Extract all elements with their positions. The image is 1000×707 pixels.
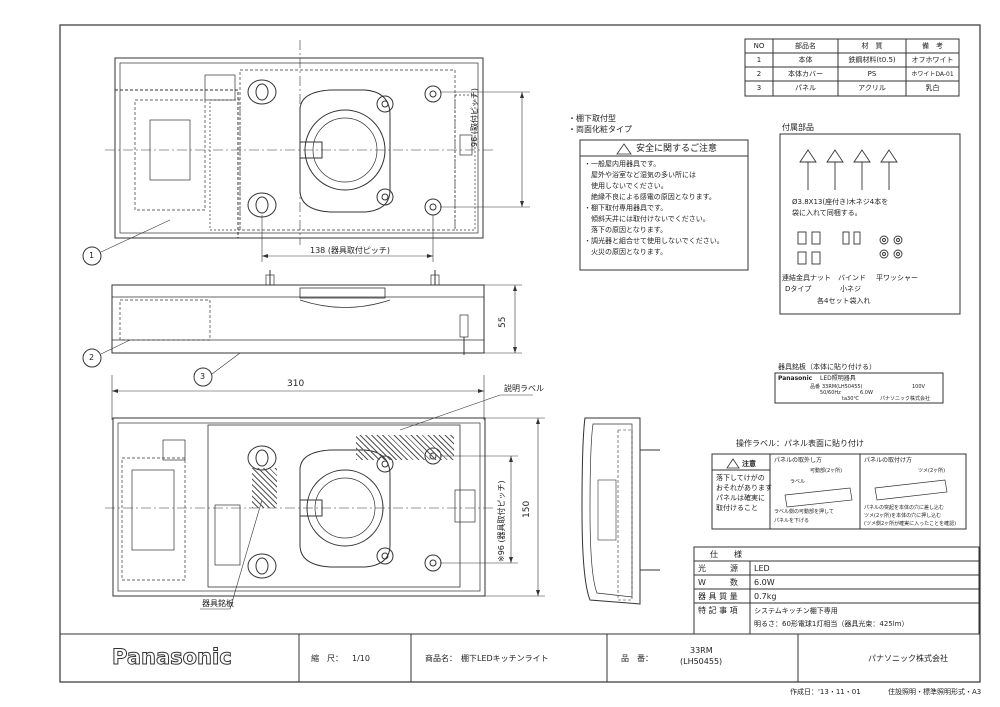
safety-line: ・調光器と組合せて使用しないでください。 <box>584 237 724 245</box>
op-caution-text-1: 落下してけがの <box>716 474 765 482</box>
safety-line: 絶縁不良による感電の原因となります。 <box>591 193 716 201</box>
parts-row-2-name: 本体カバー <box>788 70 823 78</box>
safety-line: 使用しないでください。 <box>591 182 668 190</box>
parts-row-2-no: 2 <box>756 70 762 78</box>
parts-row-1-name: 本体 <box>798 56 813 64</box>
parts-row-3-name: パネル <box>795 84 816 92</box>
dim-138: 138 (器具取付ピッチ) <box>310 246 391 255</box>
parts-row-1-no: 1 <box>756 56 762 64</box>
company-name: パナソニック株式会社 <box>868 654 948 663</box>
parts-header-name: 部品名 <box>795 42 816 50</box>
specs-row-4-value: システムキッチン棚下専用 <box>754 607 838 615</box>
op-remove-step-1: ラベル側の可動部を押して <box>774 509 834 515</box>
op-attach-step-2: ツメ(2ヶ所)を本体の穴に押し込む <box>864 513 942 519</box>
op-attach-title: パネルの取付け方 <box>864 457 913 464</box>
nameplate-product: LED照明器具 <box>820 375 856 382</box>
specs-row-2-label: W 数 <box>698 578 738 587</box>
callout-1: 1 <box>89 251 95 260</box>
feature-1: ・棚下取付型 <box>568 114 616 123</box>
label-explain: 説明ラベル <box>504 384 544 393</box>
parts-row-3-no: 3 <box>756 84 762 92</box>
safety-title: 安全に関するご注意 <box>636 144 718 154</box>
accessories-label-washer: 平ワッシャー <box>876 274 918 282</box>
parts-row-3-note: 乳白 <box>925 84 940 92</box>
nameplate-power: 6.0W <box>860 390 873 396</box>
specs-row-2-value: 6.0W <box>754 578 775 587</box>
accessories-label-bind: バインド <box>838 274 866 282</box>
accessories-label-nut: 連結金具ナット <box>782 274 831 282</box>
hatch-nameplate-area <box>252 468 277 508</box>
safety-line: 火災の原因となります。 <box>591 248 668 256</box>
accessories-screw-note-1: Ø3.8X13(座付き)木ネジ4本を <box>792 198 889 206</box>
dim-96-top: 96 (取付ピッチ) <box>470 88 479 147</box>
nameplate-title: 器具銘板（本体に貼り付ける） <box>778 363 876 371</box>
op-remove-title: パネルの取外し方 <box>774 457 823 464</box>
accessories-title: 付属部品 <box>782 123 814 132</box>
safety-line: ・一般屋内用器具です。 <box>584 160 661 168</box>
dim-150: 150 <box>522 500 532 518</box>
op-caution-text-2: おそれがあります <box>716 484 772 492</box>
panasonic-logo: Panasonic <box>112 645 233 670</box>
dim-96-bottom: ※96 (器具取付ピッチ) <box>497 480 506 562</box>
footer-company-note: 住設照明・標準照明形式・A3 <box>888 688 982 696</box>
nameplate-voltage: 100V <box>912 384 925 390</box>
model-label: 品 番： <box>621 654 653 663</box>
parts-row-2-material: PS <box>867 70 877 78</box>
callout-3: 3 <box>200 372 206 381</box>
nameplate-freq: 50/60Hz <box>820 390 841 396</box>
specs-row-1-label: 光 源 <box>698 564 738 573</box>
safety-line: 傾斜天井には取付けないでください。 <box>591 215 710 223</box>
specs-note: 明るさ：60形電球1灯相当（器具光束：425lm） <box>754 620 909 628</box>
accessories-screw-note-2: 袋に入れて同梱する。 <box>792 209 862 217</box>
op-part-label: ラベル <box>790 479 806 485</box>
parts-row-3-material: アクリル <box>858 84 886 92</box>
op-caution-text-4: 取付けること <box>716 504 758 512</box>
scale-value: 1/10 <box>352 654 370 663</box>
nameplate-maker: パナソニック株式会社 <box>880 396 931 402</box>
op-part-hook: 可動部(2ヶ所) <box>810 468 843 474</box>
op-attach-step-3: (ツメ側2ヶ所が確実に入ったことを確認) <box>864 521 957 527</box>
label-nameplate: 器具銘板 <box>202 599 234 608</box>
nameplate-model: 33RM(LH50455) <box>822 384 863 390</box>
nameplate-temp: ta30℃ <box>842 396 860 402</box>
feature-2: ・両面化粧タイプ <box>568 125 632 134</box>
op-label-title: 操作ラベル：パネル表面に貼り付け <box>736 439 864 448</box>
accessories-label-bag: 各4セット袋入れ <box>817 297 871 305</box>
op-label-caution: 注意 <box>742 460 756 468</box>
op-caution-text-3: パネルは確実に <box>716 494 765 502</box>
accessories-label-dtype: Dタイプ <box>785 285 812 293</box>
parts-header-material: 材 質 <box>861 42 883 50</box>
callout-2: 2 <box>89 353 95 362</box>
specs-title: 仕 様 <box>710 550 742 559</box>
specs-row-4-label: 特 記 事 項 <box>698 606 738 615</box>
parts-row-2-note: ホワイトDA-01 <box>911 71 954 78</box>
nameplate-model-label: 品番 <box>810 384 821 390</box>
safety-line: 落下の原因となります。 <box>591 226 668 234</box>
footer-date: 作成日：'13・11・01 <box>790 688 861 696</box>
model-number-1: 33RM <box>690 646 713 655</box>
specs-row-1-value: LED <box>754 564 770 573</box>
specs-row-3-label: 器 具 質 量 <box>698 592 738 601</box>
parts-header-no: NO <box>753 42 765 50</box>
safety-lines: ・一般屋内用器具です。 屋外や浴室など湿気の多い所には 使用しないでください。 … <box>584 160 746 256</box>
scale-label: 縮 尺： <box>311 654 343 663</box>
parts-row-1-note: オフホワイト <box>911 56 954 64</box>
dim-310: 310 <box>287 379 305 389</box>
accessories-label-small-screw: 小ネジ <box>840 285 861 293</box>
op-part-claw: ツメ(2ヶ所) <box>918 468 946 474</box>
op-attach-step-1: パネルの突起を本体の穴に差し込む <box>864 505 945 511</box>
op-remove-step-2: パネルを下げる <box>774 518 810 524</box>
hatch-label-area <box>356 435 454 460</box>
safety-line: ・棚下取付専用器具です。 <box>584 204 668 212</box>
nameplate-brand: Panasonic <box>778 375 813 382</box>
parts-row-1-material: 鉄鋼材料(t0.5) <box>848 56 896 64</box>
dim-55: 55 <box>498 316 508 328</box>
product-label: 商品名： <box>425 654 457 663</box>
model-number-2: (LH50455) <box>680 657 723 666</box>
parts-header-note: 備 考 <box>922 42 943 50</box>
safety-line: 屋外や浴室など湿気の多い所には <box>591 171 696 179</box>
specs-row-3-value: 0.7kg <box>754 592 777 601</box>
product-name: 棚下LEDキッチンライト <box>461 654 549 663</box>
